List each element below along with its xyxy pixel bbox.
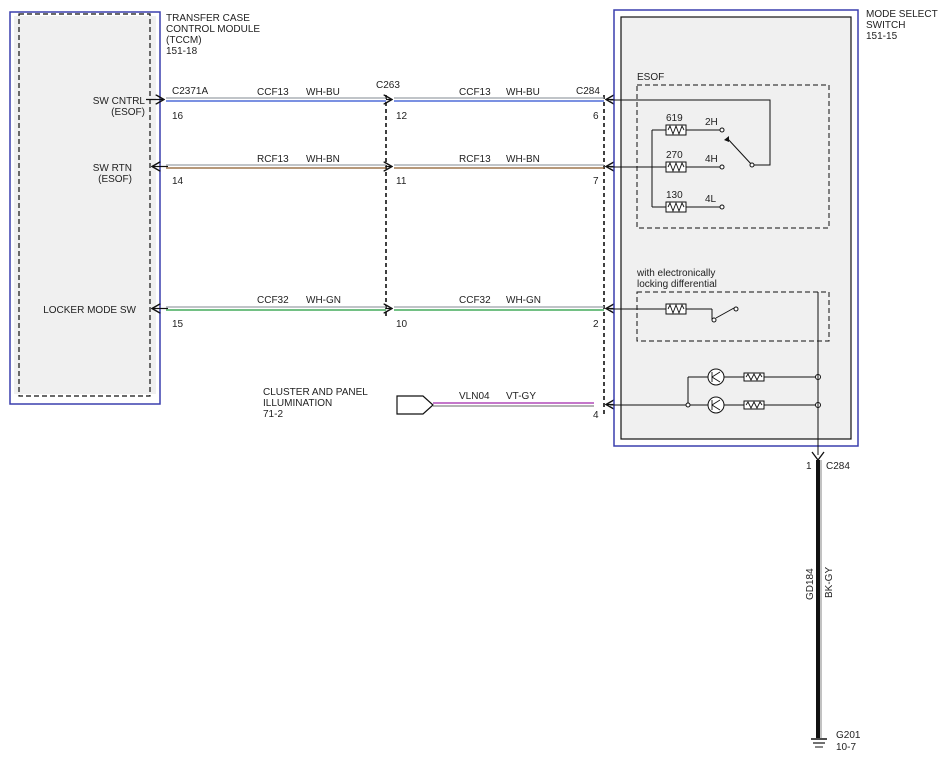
illum-circuit: VLN04 — [459, 391, 490, 402]
illum-label-line-1: CLUSTER AND PANEL — [263, 387, 368, 398]
ground-page-ref: 10-7 — [836, 742, 856, 753]
wire-ccf32-color-b: WH-GN — [506, 295, 541, 306]
mss-title-line-1: MODE SELECT — [866, 9, 938, 20]
wire-ccf32-circuit-a: CCF32 — [257, 295, 289, 306]
pin-label-sw-cntrl-sub: (ESOF) — [111, 107, 145, 118]
wire-ccf32-circuit-b: CCF32 — [459, 295, 491, 306]
tccm-title-line-1: TRANSFER CASE — [166, 13, 250, 24]
tccm-title-line-3: (TCCM) — [166, 35, 202, 46]
illum-label-line-3: 71-2 — [263, 409, 283, 420]
wire-ccf13-color-a: WH-BU — [306, 87, 340, 98]
wire-rcf13-color-a: WH-BN — [306, 154, 340, 165]
ground-wire — [811, 451, 827, 748]
esof-circuit — [610, 99, 771, 213]
locker-circuit — [610, 303, 739, 323]
pin-4: 4 — [593, 410, 599, 421]
wire-rcf13-circuit-b: RCF13 — [459, 154, 491, 165]
ground-circuit: GD184 — [805, 568, 816, 600]
wire-rcf13-color-b: WH-BN — [506, 154, 540, 165]
illumination-connector-symbol — [396, 395, 434, 415]
tccm-title-line-4: 151-18 — [166, 46, 198, 57]
pin-15: 15 — [172, 319, 184, 330]
pin-7: 7 — [593, 176, 599, 187]
wire-ccf13 — [146, 98, 614, 101]
illum-label-line-2: ILLUMINATION — [263, 398, 332, 409]
tccm-title-line-2: CONTROL MODULE — [166, 24, 260, 35]
illumination-wire — [396, 395, 614, 415]
locker-label-line-1: with electronically — [636, 268, 715, 279]
connector-c2371a: C2371A — [172, 86, 208, 97]
pin-11: 11 — [396, 176, 407, 187]
pin-label-locker-mode-sw: LOCKER MODE SW — [43, 305, 136, 316]
tccm-module — [9, 11, 161, 405]
position-4h: 4H — [705, 154, 718, 165]
pin-12: 12 — [396, 111, 408, 122]
tccm-title: TRANSFER CASE CONTROL MODULE (TCCM) 151-… — [166, 13, 260, 57]
resistor-270: 270 — [666, 150, 683, 161]
resistor-130: 130 — [666, 190, 683, 201]
mss-title-line-2: SWITCH — [866, 20, 905, 31]
ground-connector-c284: C284 — [826, 461, 850, 472]
ground-pin-1: 1 — [806, 461, 812, 472]
ground-color: BK-GY — [824, 567, 835, 598]
wire-ccf32-color-a: WH-GN — [306, 295, 341, 306]
position-4l: 4L — [705, 194, 717, 205]
wire-ccf32 — [152, 307, 614, 310]
position-2h: 2H — [705, 117, 718, 128]
pin-10: 10 — [396, 319, 408, 330]
mss-title-line-3: 151-15 — [866, 31, 898, 42]
pin-6: 6 — [593, 111, 599, 122]
connector-c263: C263 — [376, 80, 400, 91]
illumination-lamps — [610, 292, 821, 455]
pin-14: 14 — [172, 176, 184, 187]
pin-label-sw-rtn: SW RTN — [93, 163, 132, 174]
pin-label-sw-cntrl: SW CNTRL — [93, 96, 146, 107]
ground-ref-g201: G201 — [836, 730, 861, 741]
wire-rcf13 — [152, 165, 614, 168]
wire-rcf13-circuit-a: RCF13 — [257, 154, 289, 165]
wire-ccf13-circuit-b: CCF13 — [459, 87, 491, 98]
esof-box — [636, 84, 830, 229]
locker-box — [636, 291, 830, 342]
connector-c284: C284 — [576, 86, 600, 97]
esof-title: ESOF — [637, 72, 664, 83]
illum-color: VT-GY — [506, 391, 536, 402]
wire-ccf13-circuit-a: CCF13 — [257, 87, 289, 98]
resistor-619: 619 — [666, 113, 683, 124]
locker-label-line-2: locking differential — [637, 279, 717, 290]
pin-16: 16 — [172, 111, 184, 122]
pin-label-sw-rtn-sub: (ESOF) — [98, 174, 132, 185]
wire-ccf13-color-b: WH-BU — [506, 87, 540, 98]
pin-2: 2 — [593, 319, 599, 330]
